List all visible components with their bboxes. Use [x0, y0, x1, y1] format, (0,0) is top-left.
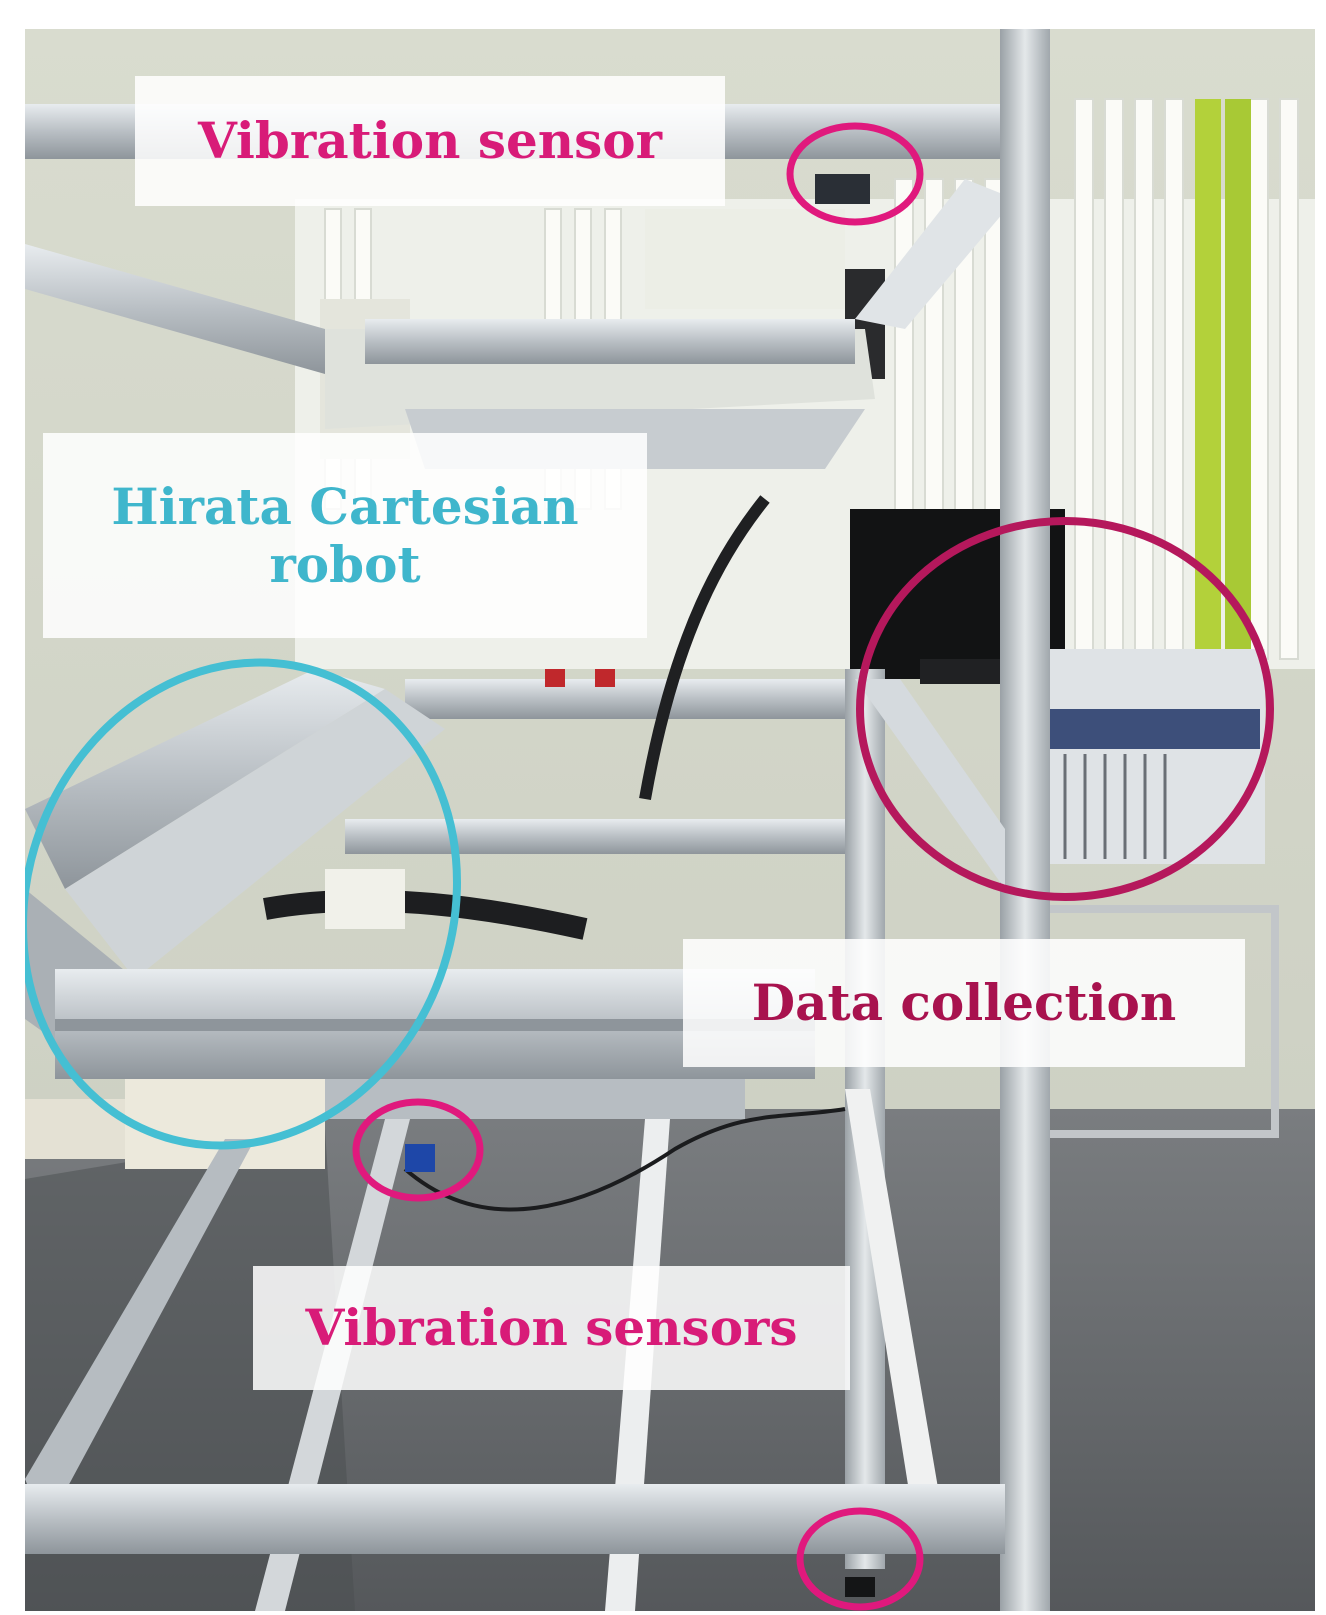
robot-label-line1: Hirata Cartesian — [111, 477, 579, 536]
robot-label-line2: robot — [269, 534, 421, 594]
vibration-sensor-text: Vibration sensor — [198, 111, 662, 171]
data-collection-label: Data collection — [683, 939, 1245, 1067]
robot-label: Hirata Cartesian robot — [43, 433, 647, 638]
vibration-sensor-label: Vibration sensor — [135, 76, 725, 206]
vibration-sensors-label: Vibration sensors — [253, 1266, 850, 1390]
data-collection-text: Data collection — [751, 973, 1177, 1033]
lab-photo-frame: Vibration sensor Hirata Cartesian robot … — [25, 29, 1315, 1611]
vibration-sensors-text: Vibration sensors — [305, 1298, 798, 1358]
robot-label-text: Hirata Cartesian robot — [111, 478, 578, 593]
